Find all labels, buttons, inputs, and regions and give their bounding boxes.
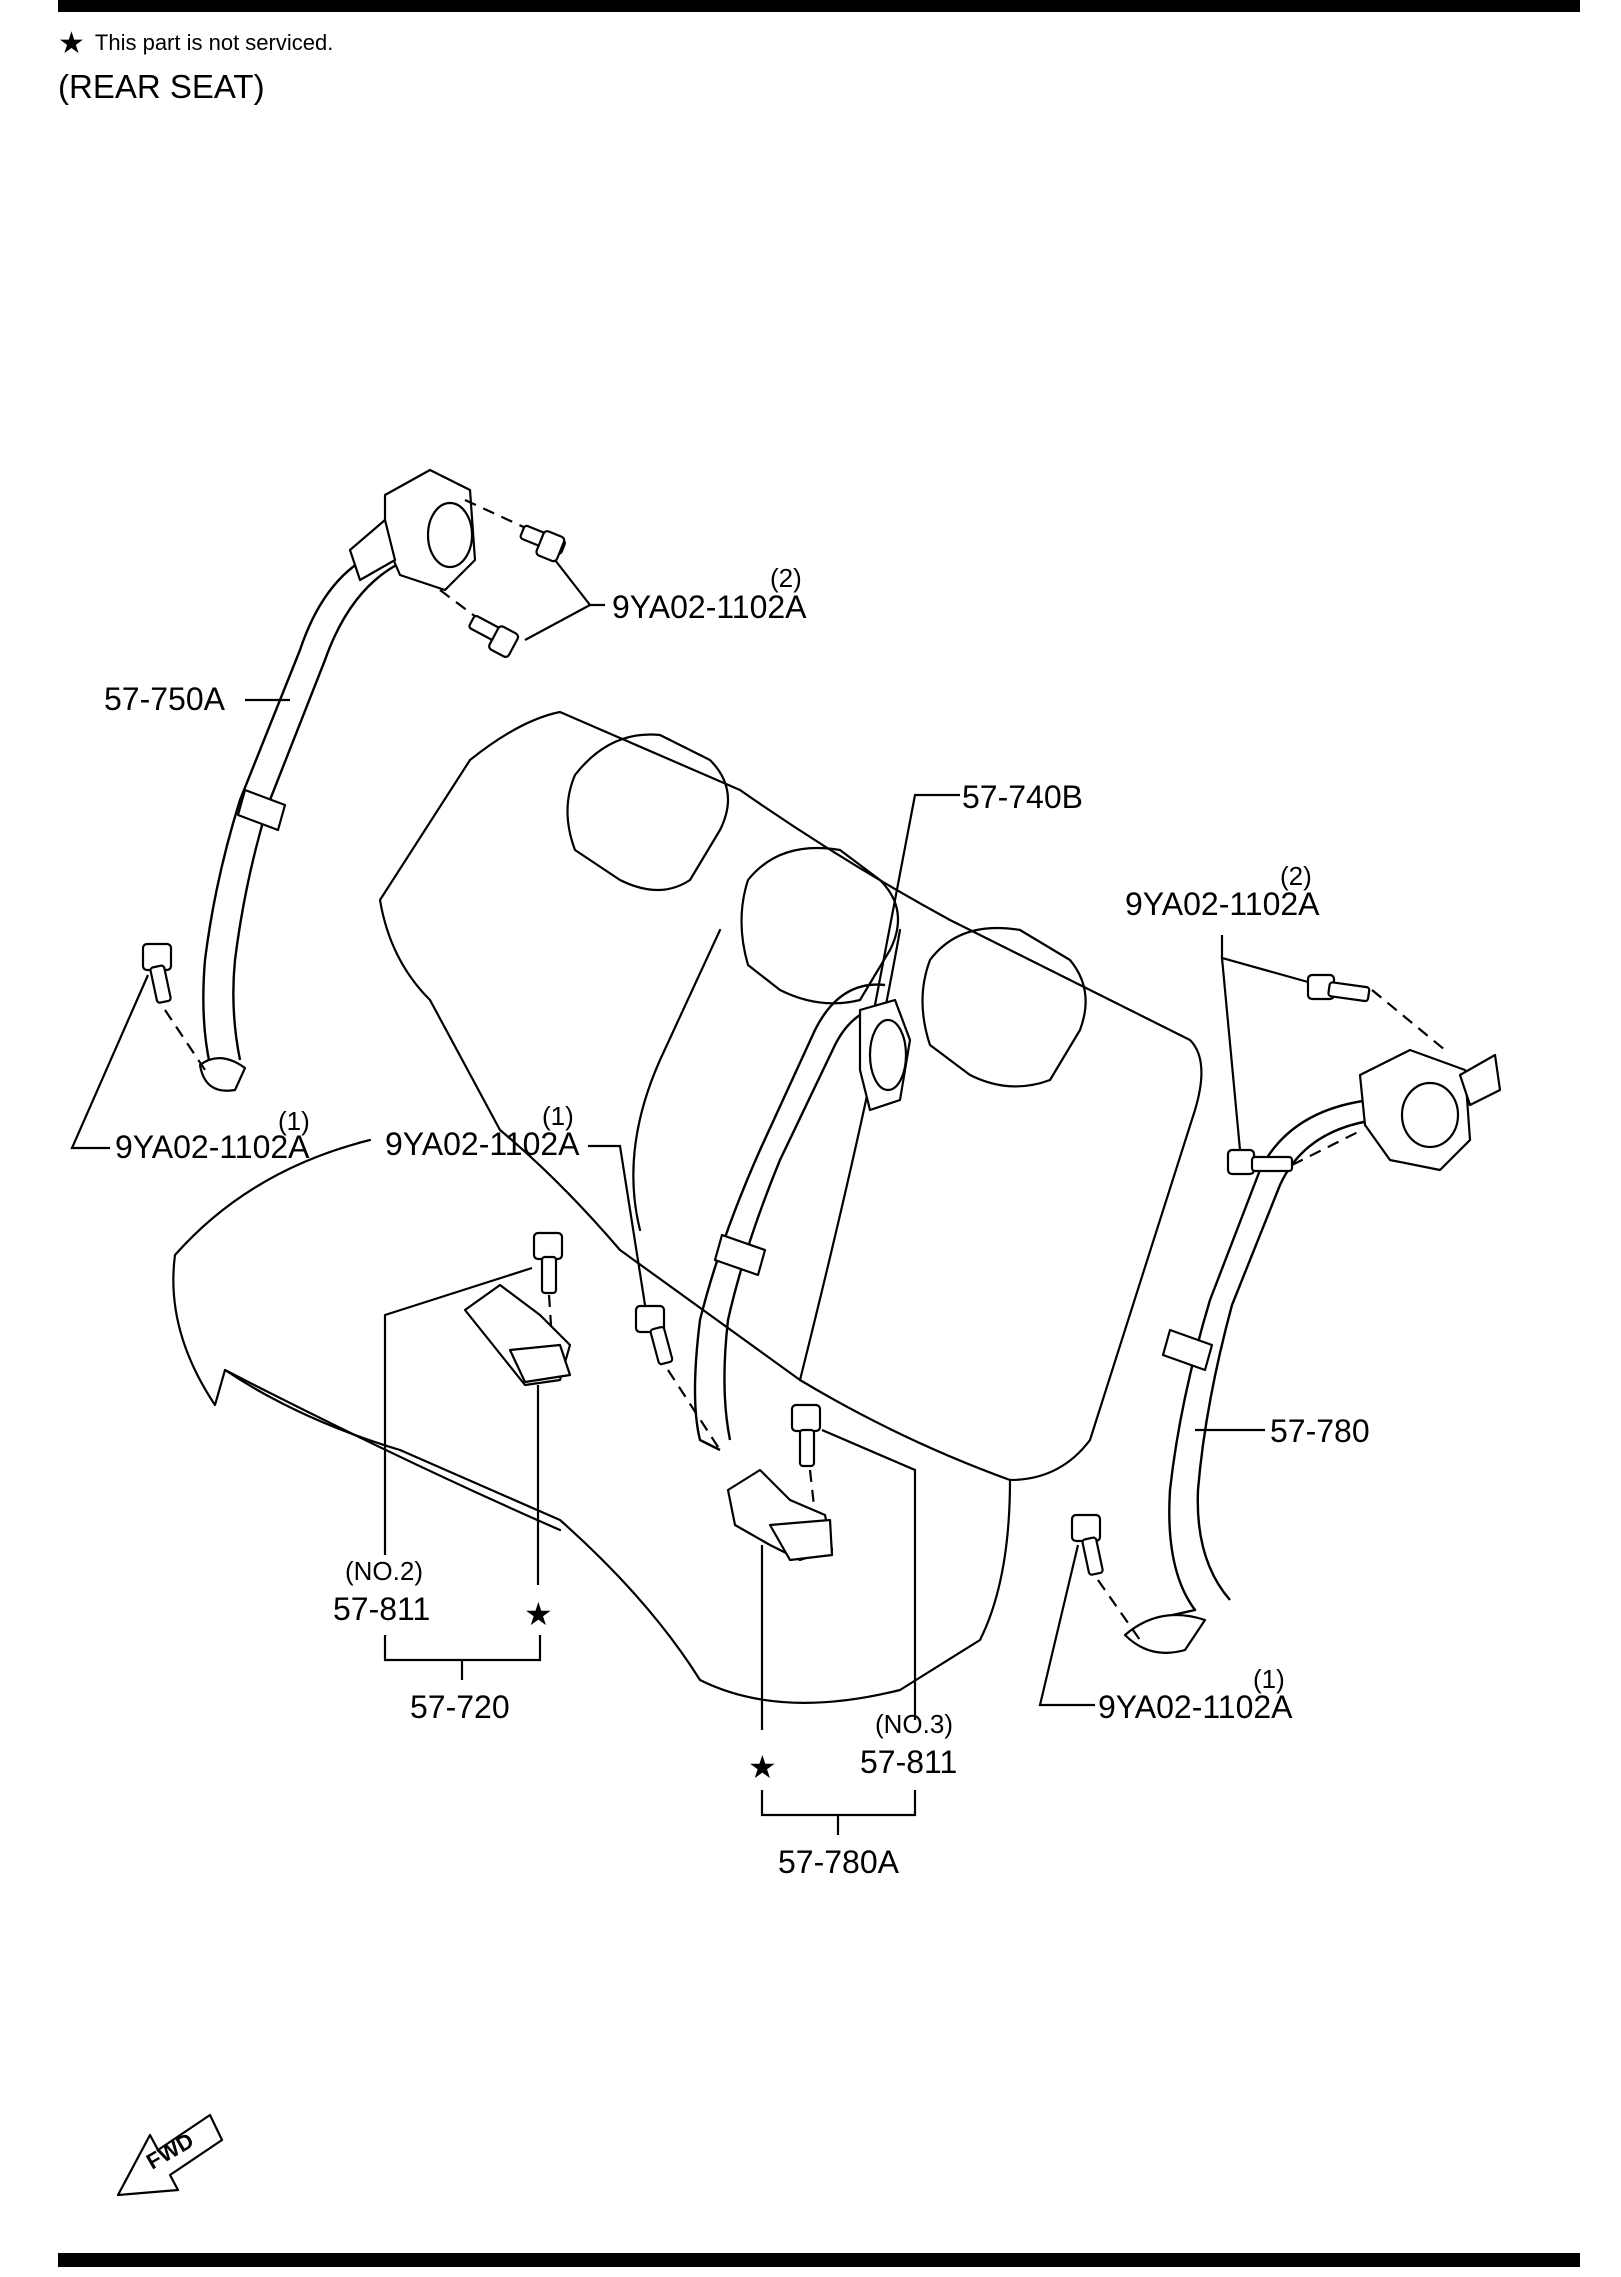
part-57-811-left-label: 57-811: [333, 1591, 430, 1627]
fwd-arrow-icon: FWD: [116, 2113, 224, 2197]
seat-cushion-outline: [172, 1138, 1012, 1704]
left-belt-webbing: [202, 543, 421, 1081]
center-belt-guide: [713, 1233, 767, 1277]
note-text: This part is not serviced.: [94, 30, 334, 55]
bolt-center-qty: (1): [542, 1101, 574, 1131]
belt-57-780-label: 57-780: [1270, 1413, 1370, 1449]
right-lower-bolt: [1038, 1513, 1141, 1707]
bolt-icon: [1250, 1155, 1294, 1173]
bolt-top-left-qty: (2): [770, 563, 802, 593]
bolt-bottom-right-label: 9YA02-1102A: [1098, 1689, 1293, 1725]
bolt-left-qty: (1): [278, 1106, 310, 1136]
right-retractor-bracket: [1458, 1053, 1502, 1107]
center-belt-assembly: [693, 793, 960, 1452]
bracket-57-720: [383, 1635, 542, 1680]
bolt-head-icon: [790, 1403, 822, 1433]
left-retractor-bracket: [348, 518, 397, 582]
bolt-center-label: 9YA02-1102A: [385, 1126, 580, 1162]
bolt-icon: [798, 1428, 816, 1468]
part-57-720-label: 57-720: [410, 1689, 510, 1725]
left-top-bolts: [439, 499, 605, 658]
belt-57-740b-label: 57-740B: [962, 779, 1083, 815]
left-retractor-spool: [426, 501, 474, 569]
center-retractor-spool: [868, 1018, 908, 1092]
rear-seat-illustration: [172, 710, 1203, 1704]
bottom-border: [58, 2253, 1580, 2267]
star-icon: ★: [58, 27, 85, 60]
headrest-center: [740, 846, 900, 1005]
left-outer-belt-assembly: [198, 468, 477, 1092]
bolt-icon: [1081, 1536, 1104, 1576]
bolt-head-icon: [488, 625, 520, 658]
right-belt-guide: [1161, 1328, 1214, 1372]
center-bolt: [588, 1144, 721, 1451]
headrest-right: [921, 926, 1087, 1088]
star-left: ★: [524, 1596, 553, 1632]
seat-back-divider: [798, 928, 902, 1382]
bolt-top-right-label: 9YA02-1102A: [1125, 886, 1320, 922]
seat-cushion-front-edge: [223, 1368, 562, 1532]
bolt-head-icon: [535, 530, 566, 563]
bolt-icon: [540, 1255, 558, 1295]
right-top-bolts: [1220, 935, 1446, 1176]
left-belt-anchor-plate: [198, 1057, 247, 1092]
section-subtitle: (REAR SEAT): [58, 68, 265, 105]
no3-label: (NO.3): [875, 1709, 953, 1739]
bolt-icon: [1327, 981, 1371, 1003]
left-buckle-group: [383, 1231, 572, 1585]
seat-back-left-edge: [632, 928, 722, 1232]
not-serviced-note: ★ This part is not serviced.: [58, 26, 333, 61]
right-belt-anchor-plate: [1123, 1613, 1207, 1654]
star-right: ★: [748, 1749, 777, 1785]
bracket-57-780a: [760, 1790, 917, 1835]
seat-back-outline: [378, 710, 1203, 1482]
right-retractor-spool: [1400, 1081, 1460, 1149]
bolt-left-label: 9YA02-1102A: [115, 1129, 310, 1165]
left-belt-guide: [236, 788, 287, 832]
right-belt-webbing: [1149, 1098, 1376, 1622]
headrest-left: [566, 733, 730, 891]
bolt-icon: [149, 964, 172, 1004]
top-border: [58, 0, 1580, 12]
right-buckle-group: [726, 1403, 917, 1730]
left-lower-bolt: [70, 942, 206, 1150]
bolt-bottom-right-qty: (1): [1253, 1664, 1285, 1694]
part-57-780a-label: 57-780A: [778, 1844, 900, 1880]
bolt-top-right-qty: (2): [1280, 861, 1312, 891]
bolt-head-icon: [1226, 1148, 1256, 1176]
bolt-icon: [649, 1325, 674, 1366]
belt-57-750a-label: 57-750A: [104, 681, 226, 717]
no2-label: (NO.2): [345, 1556, 423, 1586]
bolt-head-icon: [532, 1231, 564, 1261]
bolt-top-left-label: 9YA02-1102A: [612, 589, 807, 625]
part-57-811-right-label: 57-811: [860, 1744, 957, 1780]
right-outer-belt-assembly: [1123, 1048, 1502, 1654]
